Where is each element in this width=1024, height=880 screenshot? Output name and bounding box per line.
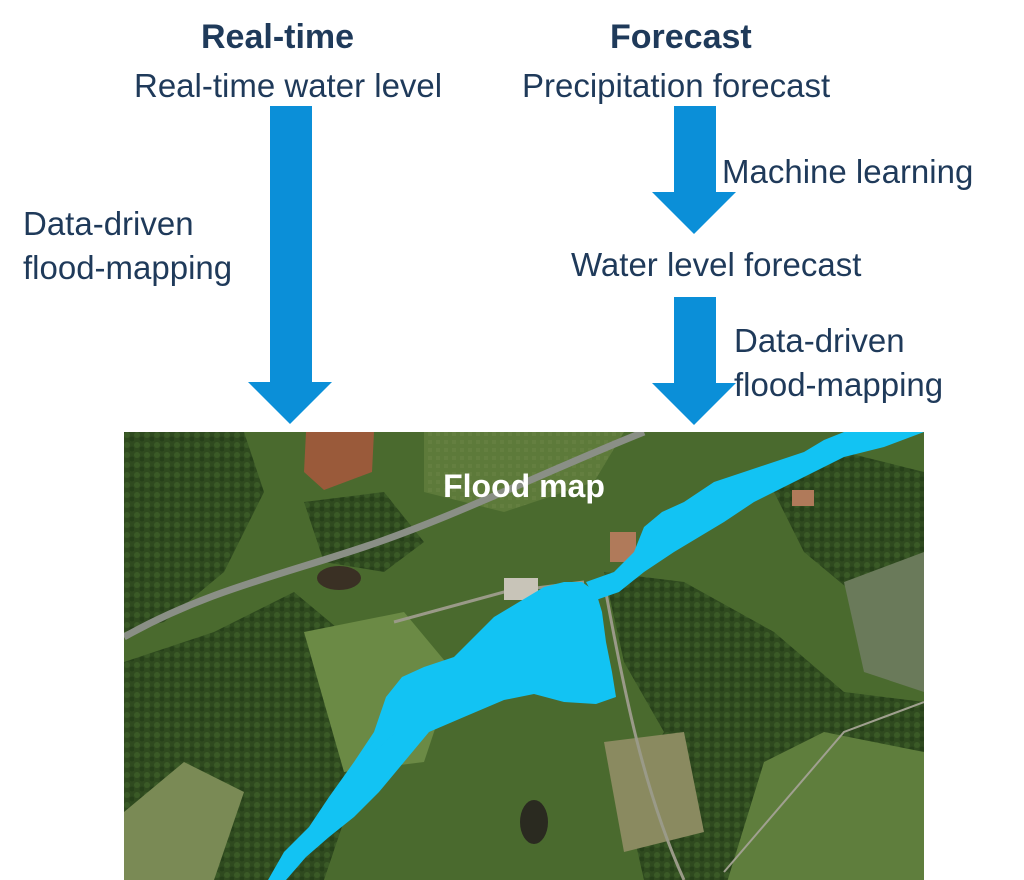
forecast-heading: Forecast (610, 18, 752, 56)
right-method-line2: flood-mapping (734, 366, 944, 403)
machine-learning-label: Machine learning (722, 153, 974, 190)
left-method-line1: Data-driven (23, 205, 194, 242)
realtime-arrow (248, 106, 332, 424)
flood-extent (268, 582, 616, 880)
flood-map-image: Flood map (124, 432, 924, 880)
precipitation-forecast-label: Precipitation forecast (522, 67, 831, 104)
realtime-heading: Real-time (201, 18, 355, 56)
aerial-map-graphic (124, 432, 924, 880)
right-method-line1: Data-driven (734, 322, 905, 359)
left-method-line2: flood-mapping (23, 249, 233, 286)
water-level-forecast-label: Water level forecast (571, 246, 862, 283)
realtime-water-level-label: Real-time water level (134, 67, 443, 104)
flood-map-title: Flood map (443, 468, 605, 504)
flood-mapping-arrow (652, 297, 736, 425)
machine-learning-arrow (652, 106, 736, 234)
